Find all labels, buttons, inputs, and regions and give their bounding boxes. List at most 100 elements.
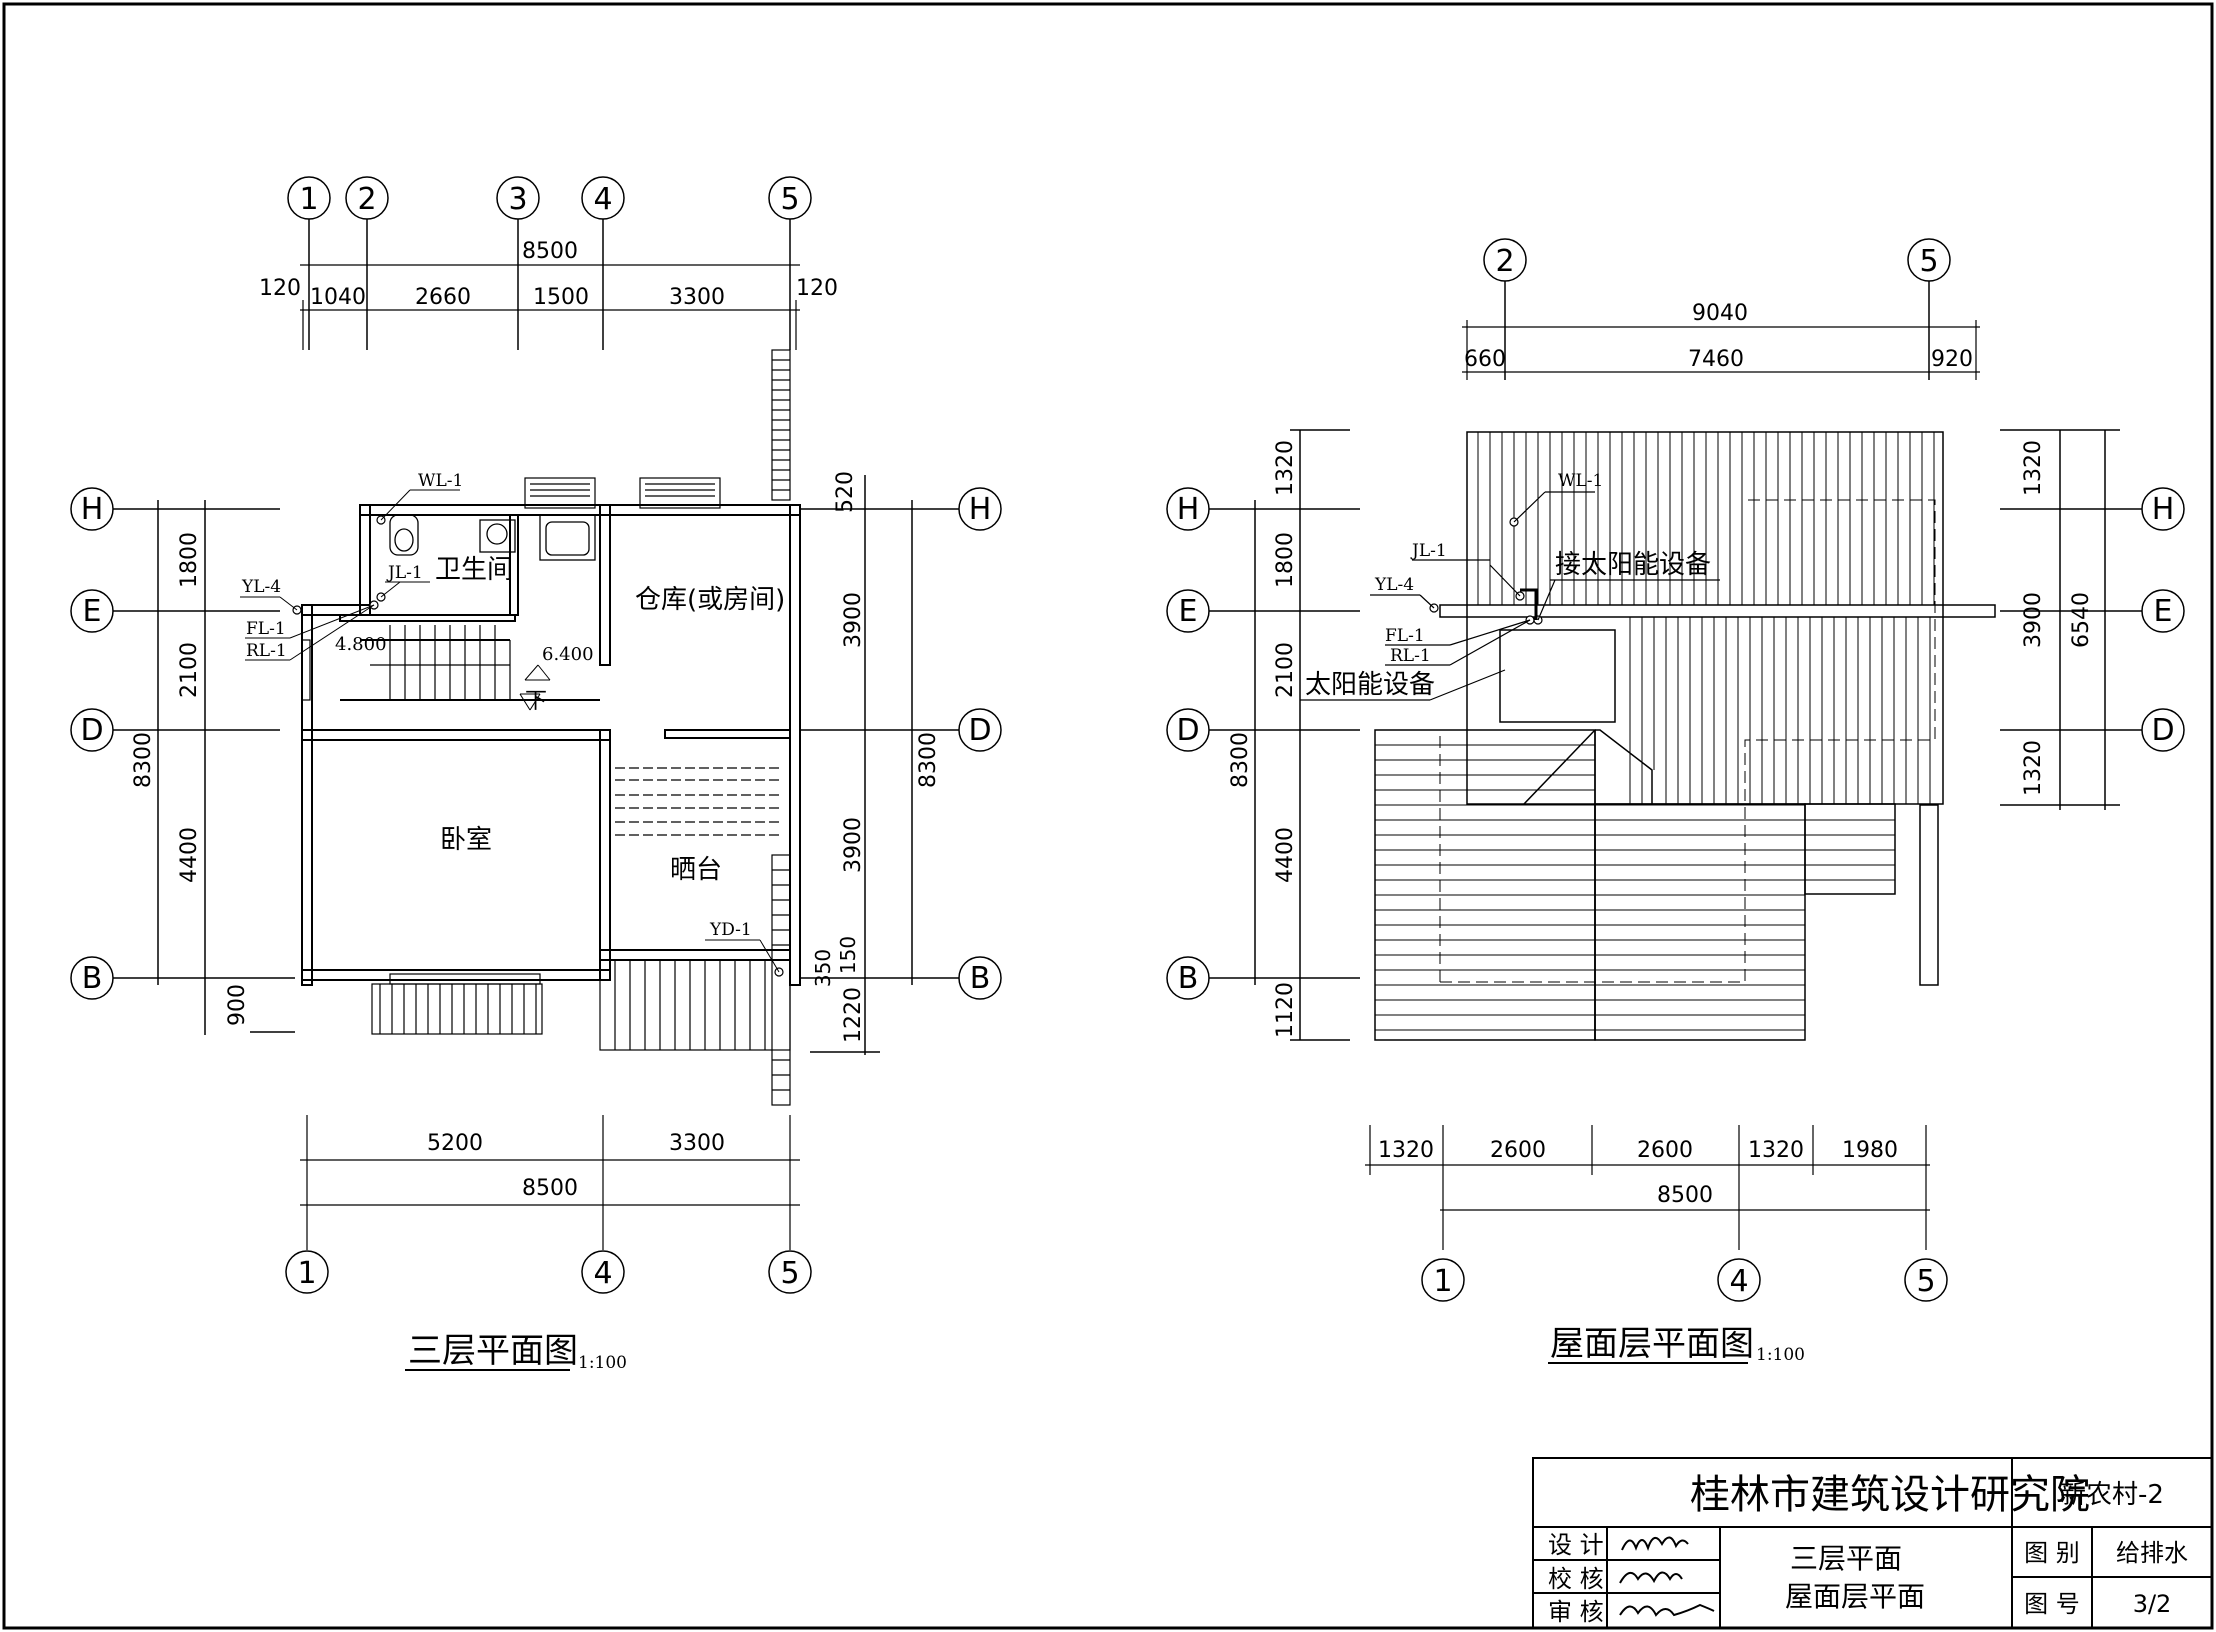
roof-outline xyxy=(1374,431,1996,1041)
pipe-label-jl: JL-1 xyxy=(1410,541,1447,561)
bathroom-fixtures xyxy=(389,514,596,561)
drawing-name-2: 屋面层平面 xyxy=(1785,1580,1925,1613)
dim-text: 2100 xyxy=(177,642,202,698)
axis-label: 1 xyxy=(297,1256,316,1291)
roof-hatch-top xyxy=(1477,432,1935,804)
dim-text: 1120 xyxy=(1273,982,1298,1038)
right-plan: 2 5 9040 660 7460 920 H E D B 1320 1800 … xyxy=(1166,238,2185,1365)
project-name: 新农村-2 xyxy=(2060,1480,2164,1510)
pipe-label-wl: WL-1 xyxy=(418,471,463,491)
axis-label: E xyxy=(1179,594,1198,629)
pipe-label-jl: JL-1 xyxy=(386,563,423,583)
pipe-label-fl: FL-1 xyxy=(1385,626,1425,646)
stair-down-label: 下 xyxy=(525,689,547,714)
dim-text: 3900 xyxy=(841,592,866,648)
dim-text: 2660 xyxy=(415,285,471,310)
dim-text: 1220 xyxy=(841,987,866,1043)
axis-label: 5 xyxy=(780,1256,799,1291)
dim-text: 900 xyxy=(225,984,250,1026)
dim-text: 1320 xyxy=(2021,740,2046,796)
dim-text: 1320 xyxy=(2021,440,2046,496)
dim-text: 1320 xyxy=(1748,1138,1804,1163)
dim-text: 3900 xyxy=(2021,592,2046,648)
dim-text: 3900 xyxy=(841,817,866,873)
dim-text: 120 xyxy=(796,276,838,301)
signature-design xyxy=(1621,1536,1689,1551)
room-label-terrace: 晒台 xyxy=(670,855,722,885)
dim-text: 9040 xyxy=(1692,301,1748,326)
axis-label: 5 xyxy=(1916,1264,1935,1299)
right-pipe-leaders xyxy=(1300,491,1720,701)
pipe-leaders xyxy=(240,489,780,973)
right-dim-lines-top xyxy=(1462,320,1980,380)
axis-label: D xyxy=(1176,713,1199,748)
dim-text: 5200 xyxy=(427,1131,483,1156)
dim-text: 8500 xyxy=(522,1176,578,1201)
pipe-label-yl: YL-4 xyxy=(1374,575,1414,595)
elevation-floor: 6.400 xyxy=(542,644,594,665)
pipe-label-yd: YD-1 xyxy=(709,920,752,940)
dim-text: 6540 xyxy=(2069,592,2094,648)
axis-label: 4 xyxy=(593,182,612,217)
elevation-stair: 4.800 xyxy=(335,634,387,655)
dim-text: 920 xyxy=(1931,347,1973,372)
dim-text: 520 xyxy=(833,471,858,513)
dim-text: 8300 xyxy=(916,732,941,788)
roof-dashed-walls xyxy=(1439,499,1936,983)
left-axes-rows-left xyxy=(70,487,295,1035)
dim-text: 150 xyxy=(836,936,860,974)
terrace-lines xyxy=(615,767,780,836)
axis-label: H xyxy=(1177,492,1200,527)
axis-label: 2 xyxy=(357,182,376,217)
dim-text: 2600 xyxy=(1490,1138,1546,1163)
drawing-name-1: 三层平面 xyxy=(1790,1542,1902,1575)
axis-label: E xyxy=(83,594,102,629)
role-design: 设 计 xyxy=(1548,1531,1604,1559)
number-value: 3/2 xyxy=(2133,1590,2172,1618)
pipe-label-yl: YL-4 xyxy=(241,577,281,597)
right-axes-top xyxy=(1483,238,1951,380)
category-value: 给排水 xyxy=(2116,1539,2188,1567)
axis-label: 1 xyxy=(299,182,318,217)
left-dim-lines-bottom xyxy=(300,1115,800,1250)
dim-text: 2600 xyxy=(1637,1138,1693,1163)
right-plan-scale: 1:100 xyxy=(1756,1345,1805,1365)
dim-text: 3300 xyxy=(669,285,725,310)
axis-label: H xyxy=(2152,492,2175,527)
category-label: 图 别 xyxy=(2024,1539,2080,1567)
axis-label: D xyxy=(80,713,103,748)
dim-text: 3300 xyxy=(669,1131,725,1156)
axis-label: D xyxy=(2151,713,2174,748)
dim-text: 1320 xyxy=(1273,440,1298,496)
dim-text: 8500 xyxy=(1657,1183,1713,1208)
axis-label: E xyxy=(2154,594,2173,629)
right-plan-title: 屋面层平面图 xyxy=(1550,1324,1754,1364)
axis-label: B xyxy=(82,961,103,996)
axis-label: 4 xyxy=(1729,1264,1748,1299)
room-label-bath: 卫生间 xyxy=(435,555,513,585)
dim-text: 4400 xyxy=(1273,827,1298,883)
pipe-label-rl: RL-1 xyxy=(1390,646,1431,666)
left-railings xyxy=(599,349,791,1106)
label-solar-equipment: 太阳能设备 xyxy=(1305,670,1435,700)
axis-label: B xyxy=(970,961,991,996)
dim-text: 1980 xyxy=(1842,1138,1898,1163)
axis-label: 4 xyxy=(593,1256,612,1291)
right-pipe-markers xyxy=(1429,517,1543,625)
dim-text: 350 xyxy=(811,949,835,987)
dim-text: 8300 xyxy=(131,732,156,788)
label-connect-solar: 接太阳能设备 xyxy=(1555,550,1711,580)
role-review: 审 核 xyxy=(1548,1598,1604,1626)
left-windows xyxy=(301,477,721,1035)
dim-text: 1040 xyxy=(310,285,366,310)
dim-text: 1320 xyxy=(1378,1138,1434,1163)
left-walls xyxy=(301,504,801,986)
axis-label: H xyxy=(81,492,104,527)
right-axes-rows-left xyxy=(1166,429,1360,1041)
signature-review xyxy=(1619,1603,1715,1617)
signature-check xyxy=(1619,1571,1683,1584)
pipe-label-fl: FL-1 xyxy=(246,619,286,639)
room-label-bedroom: 卧室 xyxy=(440,825,492,855)
dim-text: 120 xyxy=(259,276,301,301)
